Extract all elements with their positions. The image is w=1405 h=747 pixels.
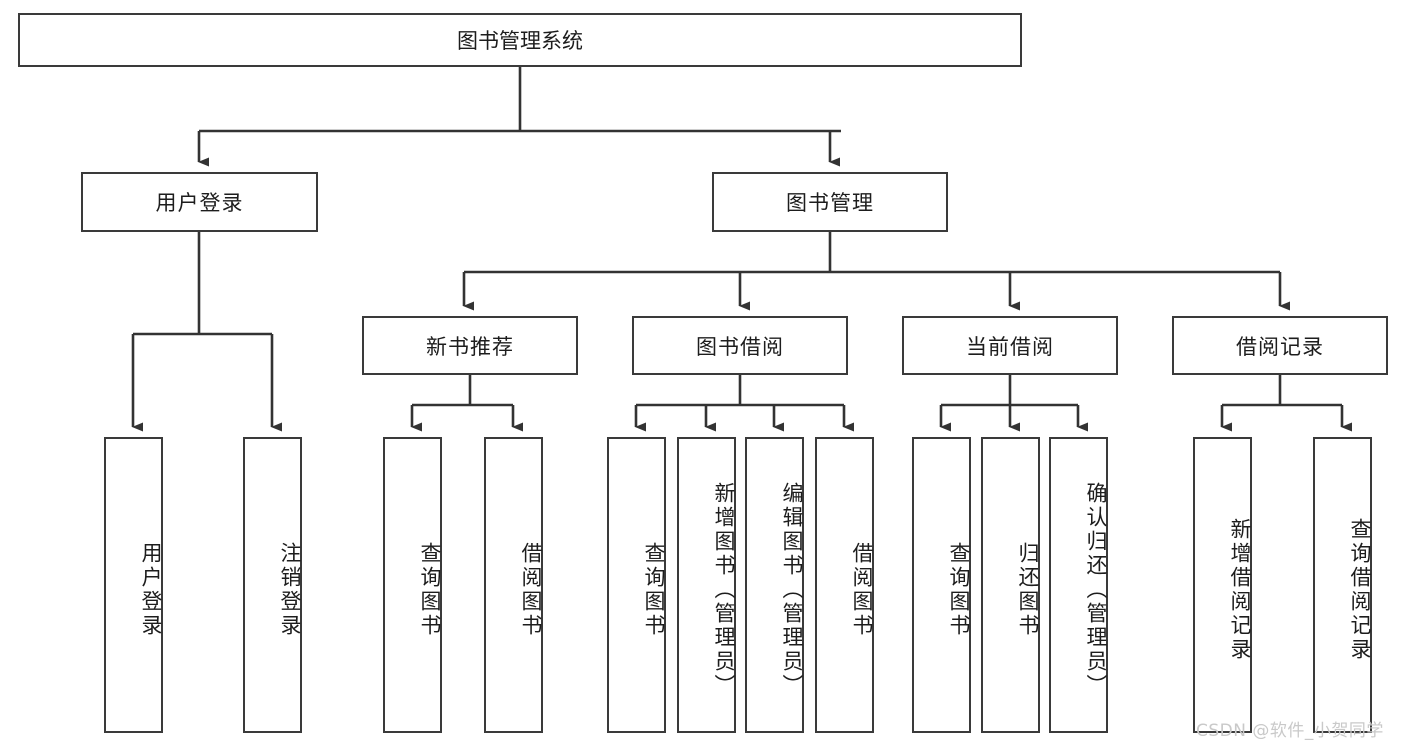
leaf-current-borrow-query[interactable]: 查询图书 [912,437,971,733]
leaf-borrow-record-query[interactable]: 查询借阅记录 [1313,437,1372,733]
leaf-new-book-borrow[interactable]: 借阅图书 [484,437,543,733]
leaf-book-borrow-edit[interactable]: 编辑图书（管理员） [745,437,804,733]
node-borrow-record[interactable]: 借阅记录 [1172,316,1388,375]
node-new-book-recommend[interactable]: 新书推荐 [362,316,578,375]
node-book-management[interactable]: 图书管理 [712,172,948,232]
leaf-current-borrow-return[interactable]: 归还图书 [981,437,1040,733]
node-user-login[interactable]: 用户登录 [81,172,318,232]
leaf-current-borrow-confirm-return[interactable]: 确认归还（管理员） [1049,437,1108,733]
node-current-borrow[interactable]: 当前借阅 [902,316,1118,375]
leaf-borrow-record-add[interactable]: 新增借阅记录 [1193,437,1252,733]
leaf-book-borrow-add[interactable]: 新增图书（管理员） [677,437,736,733]
leaf-book-borrow-borrow[interactable]: 借阅图书 [815,437,874,733]
node-root[interactable]: 图书管理系统 [18,13,1022,67]
leaf-user-login-login[interactable]: 用户登录 [104,437,163,733]
leaf-book-borrow-query[interactable]: 查询图书 [607,437,666,733]
node-book-borrow[interactable]: 图书借阅 [632,316,848,375]
leaf-user-login-logout[interactable]: 注销登录 [243,437,302,733]
leaf-new-book-query[interactable]: 查询图书 [383,437,442,733]
